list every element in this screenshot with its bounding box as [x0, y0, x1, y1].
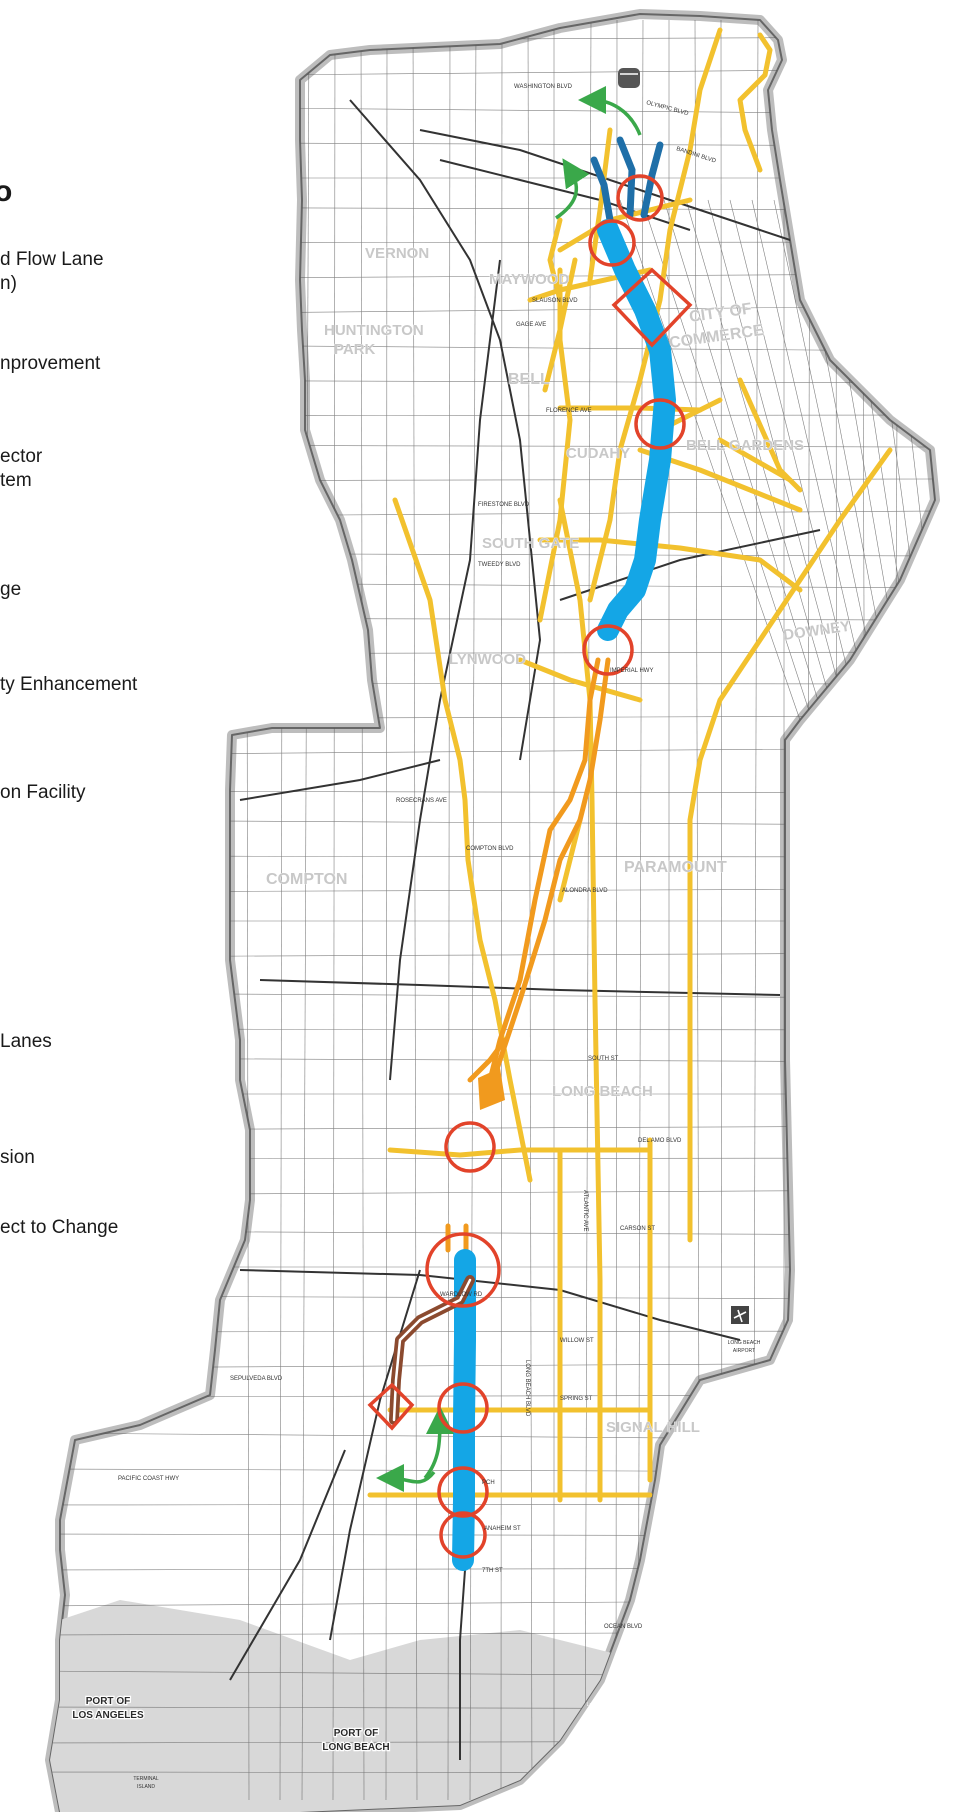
street-label-imperial: IMPERIAL HWY — [610, 668, 653, 674]
street-label-south-st: SOUTH ST — [588, 1056, 619, 1062]
legend-item-enhancement: ty Enhancement — [0, 674, 138, 695]
street-label-florence: FLORENCE AVE — [546, 408, 592, 414]
street-label-sepulveda: SEPULVEDA BLVD — [230, 1376, 283, 1382]
street-label-7th: 7TH ST — [482, 1568, 503, 1574]
airport-label-1: LONG BEACH — [728, 1340, 761, 1346]
street-label-alondra: ALONDRA BLVD — [562, 888, 608, 894]
connector-facility-block — [478, 1068, 505, 1110]
airport-label-2: AIRPORT — [733, 1348, 755, 1354]
legend-item-extension: sion — [0, 1147, 35, 1168]
street-label-rosecrans: ROSECRANS AVE — [396, 798, 447, 804]
direction-arrows — [376, 86, 642, 1493]
city-label-cudahy: CUDAHY — [566, 445, 630, 462]
legend-item-facility: on Facility — [0, 782, 86, 803]
street-label-del-amo: DEL AMO BLVD — [638, 1138, 682, 1144]
freeway-shield-icon — [618, 68, 640, 88]
freeway-mainline-north — [597, 219, 676, 641]
map-legend: o d Flow Lane n) nprovement ector tem ge… — [0, 0, 200, 1260]
street-label-ocean: OCEAN BLVD — [604, 1624, 643, 1630]
city-label-vernon: VERNON — [365, 245, 429, 262]
city-label-paramount: PARAMOUNT — [624, 859, 727, 876]
city-label-compton: COMPTON — [266, 871, 347, 888]
city-label-bell: BELL — [508, 371, 550, 388]
street-label-anaheim: ANAHEIM ST — [484, 1526, 521, 1532]
street-label-long-beach-blvd: LONG BEACH BLVD — [524, 1360, 530, 1417]
city-label-bell-gardens: BELL GARDENS — [686, 437, 804, 454]
street-label-carson: CARSON ST — [620, 1226, 655, 1232]
street-label-pacific-coast-hwy: PACIFIC COAST HWY — [118, 1476, 179, 1482]
legend-item-improvement: nprovement — [0, 353, 101, 374]
interchanges — [425, 174, 686, 1559]
freeway-north-branches — [590, 136, 664, 224]
harbor-label-2: Harbor — [592, 1712, 608, 1718]
legend-item-interchange: ge — [0, 579, 22, 600]
street-label-wardlow: WARDLOW RD — [440, 1292, 483, 1298]
port-label-los-angeles-1: PORT OF — [86, 1696, 130, 1707]
street-label-firestone: FIRESTONE BLVD — [478, 502, 530, 508]
city-label-signal-hill: SIGNAL HILL — [606, 1419, 700, 1436]
city-label-lynwood: LYNWOOD — [449, 651, 526, 668]
port-label-long-beach-1: PORT OF — [334, 1728, 378, 1739]
port-labels: PORT OF LOS ANGELES PORT OF LONG BEACH — [71, 1695, 391, 1754]
street-label-willow: WILLOW ST — [560, 1338, 594, 1344]
enhancement-diamonds — [367, 267, 693, 1431]
street-label-slauson: SLAUSON BLVD — [532, 298, 578, 304]
street-label-spring: SPRING ST — [560, 1396, 593, 1402]
terminal-island-label-1: TERMINAL — [133, 1776, 159, 1782]
street-label-tweedy: TWEEDY BLVD — [478, 562, 521, 568]
city-label-huntington: HUNTINGTON — [324, 322, 424, 339]
street-label-pch: PCH — [482, 1480, 495, 1486]
legend-item-subject-to-change: ect to Change — [0, 1217, 119, 1238]
freeway-mainline-south — [452, 1249, 476, 1571]
street-label-compton-blvd: COMPTON BLVD — [466, 846, 514, 852]
city-label-park: PARK — [334, 341, 376, 358]
city-label-long-beach: LONG BEACH — [552, 1083, 653, 1100]
harbor-water — [50, 1600, 640, 1812]
port-label-long-beach-2: LONG BEACH — [322, 1742, 389, 1753]
city-label-south-gate: SOUTH GATE — [482, 535, 579, 552]
street-label-washington: WASHINGTON BLVD — [514, 84, 573, 90]
legend-item-general-purpose-lane: d Flow Lane n) — [0, 249, 104, 294]
airport-icon — [731, 1306, 749, 1324]
legend-item-lanes: Lanes — [0, 1031, 52, 1052]
street-label-gage: GAGE AVE — [516, 322, 546, 328]
terminal-island-label-2: ISLAND — [137, 1784, 155, 1790]
legend-title: o — [0, 175, 13, 208]
harbor-label-1: Long Beach — [587, 1702, 614, 1708]
port-label-los-angeles-2: LOS ANGELES — [72, 1710, 144, 1721]
city-label-maywood: MAYWOOD — [489, 271, 569, 288]
street-label-atlantic: ATLANTIC AVE — [582, 1190, 588, 1231]
legend-item-connector-system: ector tem — [0, 446, 43, 491]
